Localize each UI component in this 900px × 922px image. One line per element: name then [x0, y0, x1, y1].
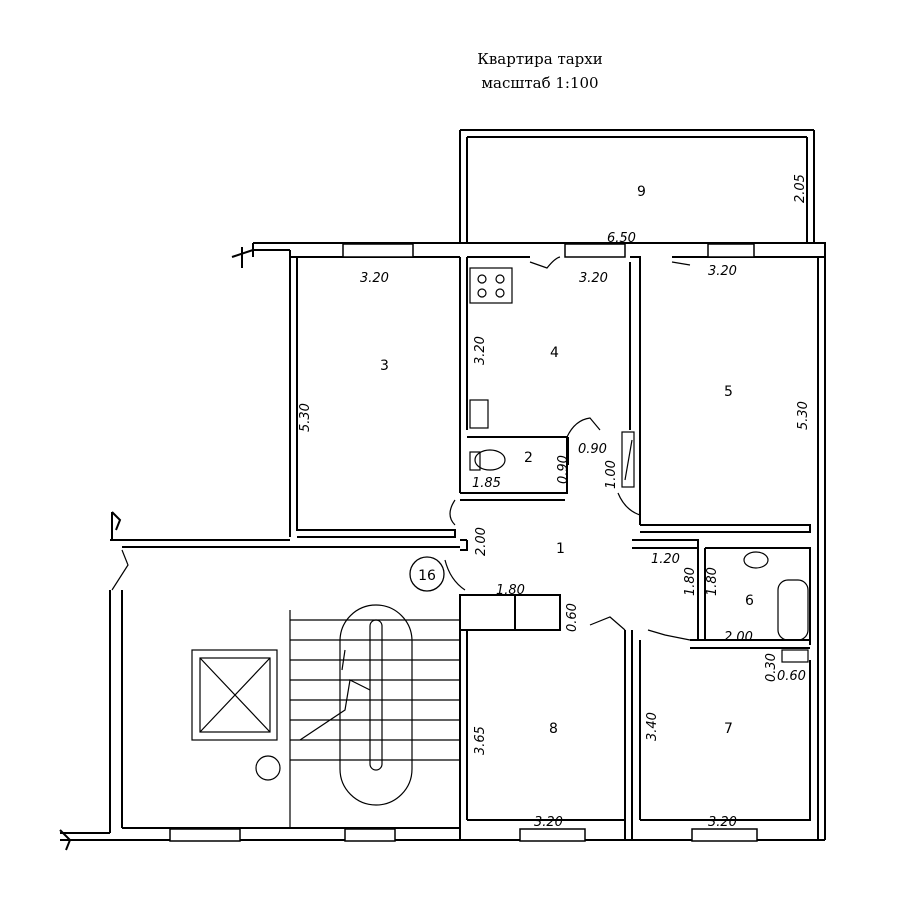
window-room-8 — [519, 828, 586, 842]
room-7: 7 — [724, 721, 733, 737]
windows — [169, 243, 758, 842]
stair-marker-label: 16 — [418, 568, 436, 584]
dim-room4-width: 3.20 — [579, 271, 608, 286]
dim-closet-180: 1.80 — [496, 583, 525, 598]
room-8: 8 — [549, 721, 558, 737]
dim-sink-030: 0.30 — [764, 653, 779, 682]
dim-bath-180a: 1.80 — [683, 567, 698, 596]
dim-balcony-height: 2.05 — [793, 174, 808, 203]
window-room-3 — [342, 243, 414, 258]
dim-wc-width: 1.85 — [472, 476, 501, 491]
room-9: 9 — [637, 184, 646, 200]
dim-room3-height: 5.30 — [298, 403, 313, 432]
walls — [59, 129, 826, 851]
sink-icon — [469, 399, 489, 429]
doors — [111, 256, 691, 641]
window-stair-left — [169, 828, 241, 842]
room-4: 4 — [550, 345, 559, 361]
room-6: 6 — [745, 593, 754, 609]
dim-room7-height: 3.40 — [645, 712, 660, 741]
room-2: 2 — [524, 450, 533, 466]
dim-bath-200: 2.00 — [724, 630, 753, 645]
staircase — [289, 604, 460, 828]
dim-room8-height: 3.65 — [473, 726, 488, 755]
window-room-7 — [691, 828, 758, 842]
stove-icon — [469, 267, 513, 304]
room-3: 3 — [380, 358, 389, 374]
dim-room7-width: 3.20 — [708, 815, 737, 830]
dim-room3-width: 3.20 — [360, 271, 389, 286]
dim-bath-120: 1.20 — [651, 552, 680, 567]
dim-door-100: 1.00 — [604, 460, 619, 489]
dim-bath-180b: 1.80 — [705, 567, 720, 596]
washbasin-icon — [743, 551, 769, 569]
room-1: 1 — [556, 541, 565, 557]
fixtures — [469, 267, 809, 663]
toilet-icon — [474, 449, 506, 471]
dim-room8-width: 3.20 — [534, 815, 563, 830]
elevator — [191, 649, 281, 781]
plan-title: Квартира тархи — [477, 50, 603, 68]
room-5: 5 — [724, 384, 733, 400]
window-stair-right — [344, 828, 396, 842]
dim-room5-height: 5.30 — [796, 401, 811, 430]
stair-marker — [409, 556, 445, 592]
plan-scale: масштаб 1:100 — [481, 74, 599, 92]
bathtub-icon — [777, 579, 809, 641]
dim-room4-height: 3.20 — [473, 336, 488, 365]
window-room-4 — [564, 243, 626, 258]
dim-door-090: 0.90 — [578, 442, 607, 457]
dim-hall-200: 2.00 — [474, 527, 489, 556]
dim-sink-060: 0.60 — [777, 669, 806, 684]
dim-wc-height: 0.90 — [556, 455, 571, 484]
dim-balcony-width: 6.50 — [607, 231, 636, 246]
window-room-5 — [707, 243, 755, 258]
dim-room5-width: 3.20 — [708, 264, 737, 279]
dim-closet-060: 0.60 — [565, 603, 580, 632]
